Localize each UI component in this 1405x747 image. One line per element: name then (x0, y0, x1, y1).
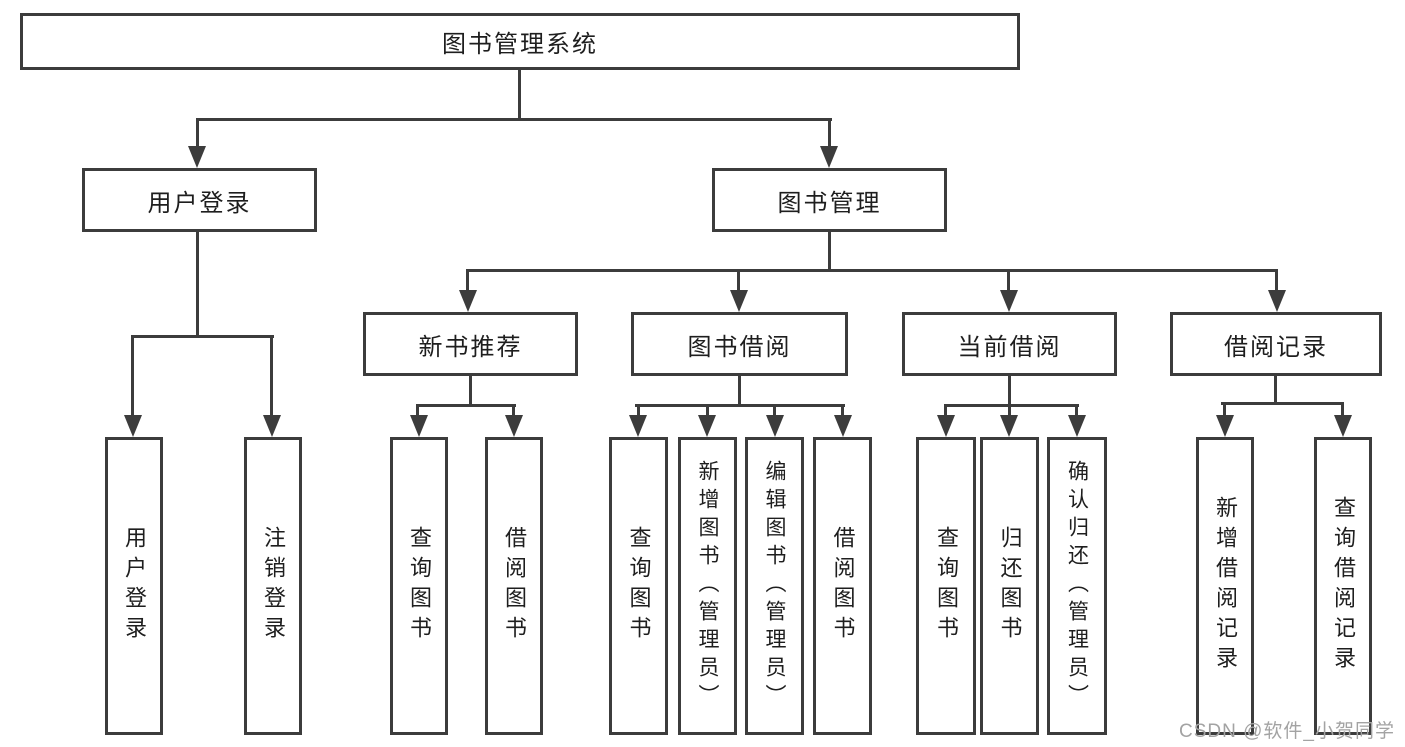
node-new-book-recommendation: 新书推荐 (363, 312, 578, 376)
connector-stem (270, 335, 273, 417)
leaf-edit-books-admin: 编辑图书（管理员） (745, 437, 804, 735)
leaf-user-login: 用户登录 (105, 437, 163, 735)
connector-stem (637, 404, 640, 419)
node-borrowing-records: 借阅记录 (1170, 312, 1382, 376)
arrowhead-down-icon (1000, 290, 1018, 312)
leaf-query-books-current: 查询图书 (916, 437, 976, 735)
arrowhead-down-icon (1334, 415, 1352, 437)
connector-stem (828, 118, 831, 148)
connector-stem (1007, 269, 1010, 294)
leaf-add-books-admin: 新增图书（管理员） (678, 437, 737, 735)
arrowhead-down-icon (629, 415, 647, 437)
arrowhead-down-icon (124, 415, 142, 437)
watermark: CSDN @软件_小贺同学 (1179, 721, 1395, 742)
connector-stem (706, 404, 709, 419)
arrowhead-down-icon (834, 415, 852, 437)
connector-level1-bus (196, 118, 832, 121)
connector-stem (1274, 374, 1277, 405)
arrowhead-down-icon (820, 146, 838, 168)
connector-stem (512, 404, 515, 419)
connector-stem (196, 230, 199, 337)
connector-stem (1223, 402, 1226, 419)
node-library-management-system: 图书管理系统 (20, 13, 1020, 70)
leaf-borrow-books-recommend: 借阅图书 (485, 437, 543, 735)
connector-stem (196, 118, 199, 148)
connector-stem (828, 230, 831, 272)
leaf-query-books-recommend: 查询图书 (390, 437, 448, 735)
arrowhead-down-icon (937, 415, 955, 437)
leaf-add-borrow-record: 新增借阅记录 (1196, 437, 1254, 735)
node-book-management: 图书管理 (712, 168, 947, 232)
connector-stem (131, 335, 134, 417)
connector-stem (1008, 374, 1011, 407)
connector-stem (944, 404, 947, 419)
arrowhead-down-icon (410, 415, 428, 437)
leaf-confirm-return-admin: 确认归还（管理员） (1047, 437, 1107, 735)
connector-stem (1008, 404, 1011, 419)
connector-stem (1275, 269, 1278, 294)
leaf-query-borrow-record: 查询借阅记录 (1314, 437, 1372, 735)
arrowhead-down-icon (505, 415, 523, 437)
connector-stem (1341, 402, 1344, 419)
arrowhead-down-icon (1000, 415, 1018, 437)
node-book-borrowing: 图书借阅 (631, 312, 848, 376)
leaf-borrow-books-borrowing: 借阅图书 (813, 437, 872, 735)
connector-stem (466, 269, 469, 294)
connector-level2-bus (466, 269, 1278, 272)
node-user-login: 用户登录 (82, 168, 317, 232)
node-current-borrowing: 当前借阅 (902, 312, 1117, 376)
leaf-return-books: 归还图书 (980, 437, 1039, 735)
arrowhead-down-icon (1068, 415, 1086, 437)
connector-bus (416, 404, 516, 407)
connector-stem (738, 374, 741, 407)
connector-stem (469, 374, 472, 407)
leaf-query-books-borrowing: 查询图书 (609, 437, 668, 735)
connector-bus (1221, 402, 1344, 405)
connector-bus (635, 404, 845, 407)
connector-stem (737, 269, 740, 294)
arrowhead-down-icon (263, 415, 281, 437)
connector-stem (773, 404, 776, 419)
connector-bus (944, 404, 1079, 407)
arrowhead-down-icon (1216, 415, 1234, 437)
arrowhead-down-icon (459, 290, 477, 312)
connector-root-trunk (518, 68, 521, 121)
arrowhead-down-icon (766, 415, 784, 437)
arrowhead-down-icon (1268, 290, 1286, 312)
arrowhead-down-icon (698, 415, 716, 437)
arrowhead-down-icon (188, 146, 206, 168)
connector-stem (1075, 404, 1078, 419)
connector-stem (841, 404, 844, 419)
leaf-logout-login: 注销登录 (244, 437, 302, 735)
connector-bus (131, 335, 274, 338)
connector-stem (416, 404, 419, 419)
arrowhead-down-icon (730, 290, 748, 312)
